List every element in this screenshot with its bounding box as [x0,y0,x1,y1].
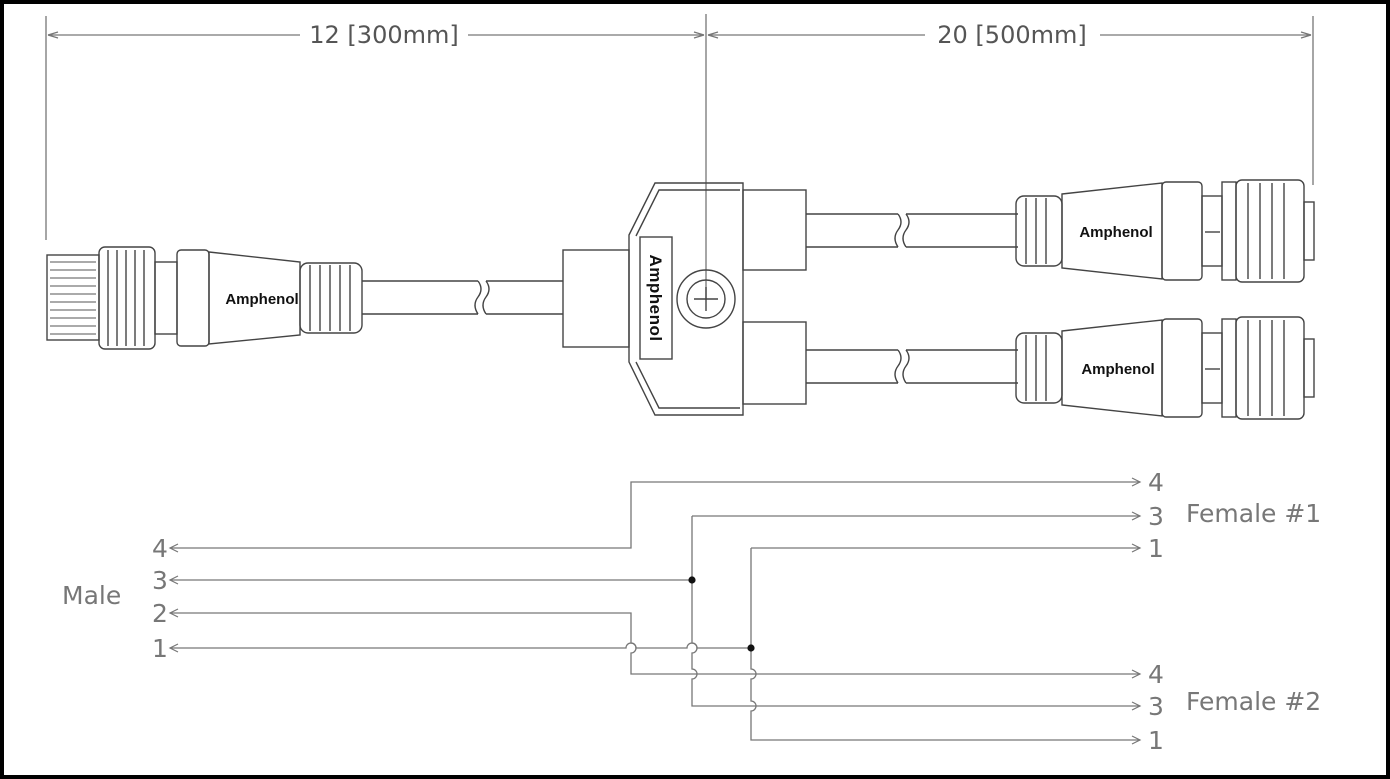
wire-m2-f2-4 [170,612,1140,675]
junction-dot-pin3 [688,576,696,584]
male-pin-2: 2 [152,599,168,628]
male-brand-label: Amphenol [225,291,298,308]
female1-pin-1: 1 [1148,534,1164,563]
main-cable [362,280,563,315]
female-connector-2 [1015,316,1315,420]
male-label: Male [62,581,121,610]
female2-pin-1: 1 [1148,726,1164,755]
male-connector [46,246,363,350]
dimension-right-label: 20 [500mm] [937,21,1086,49]
female1-pin-3: 3 [1148,502,1164,531]
female2-brand-label: Amphenol [1081,361,1154,378]
female1-brand-label: Amphenol [1079,224,1152,241]
dimension-left-label: 12 [300mm] [309,21,458,49]
male-pin-4: 4 [152,534,168,563]
wire-m4-f1-4 [170,481,1140,549]
dimension-lines [45,14,1314,300]
female2-pin-3: 3 [1148,692,1164,721]
female1-pin-4: 4 [1148,468,1164,497]
junction-dot-pin1 [747,644,755,652]
female-connector-1 [1015,179,1315,283]
wire-f2-1 [750,548,1140,741]
wiring-schematic [168,477,1142,745]
female2-label: Female #2 [1186,687,1321,716]
wire-m1 [170,642,751,649]
female1-label: Female #1 [1186,499,1321,528]
female2-pin-4: 4 [1148,660,1164,689]
splitter-brand-label: Amphenol [646,254,665,341]
wire-f2-3 [691,516,1140,707]
y-splitter-body [562,182,807,416]
branch-cables [806,213,1018,384]
male-pin-3: 3 [152,566,168,595]
male-pin-1: 1 [152,634,168,663]
